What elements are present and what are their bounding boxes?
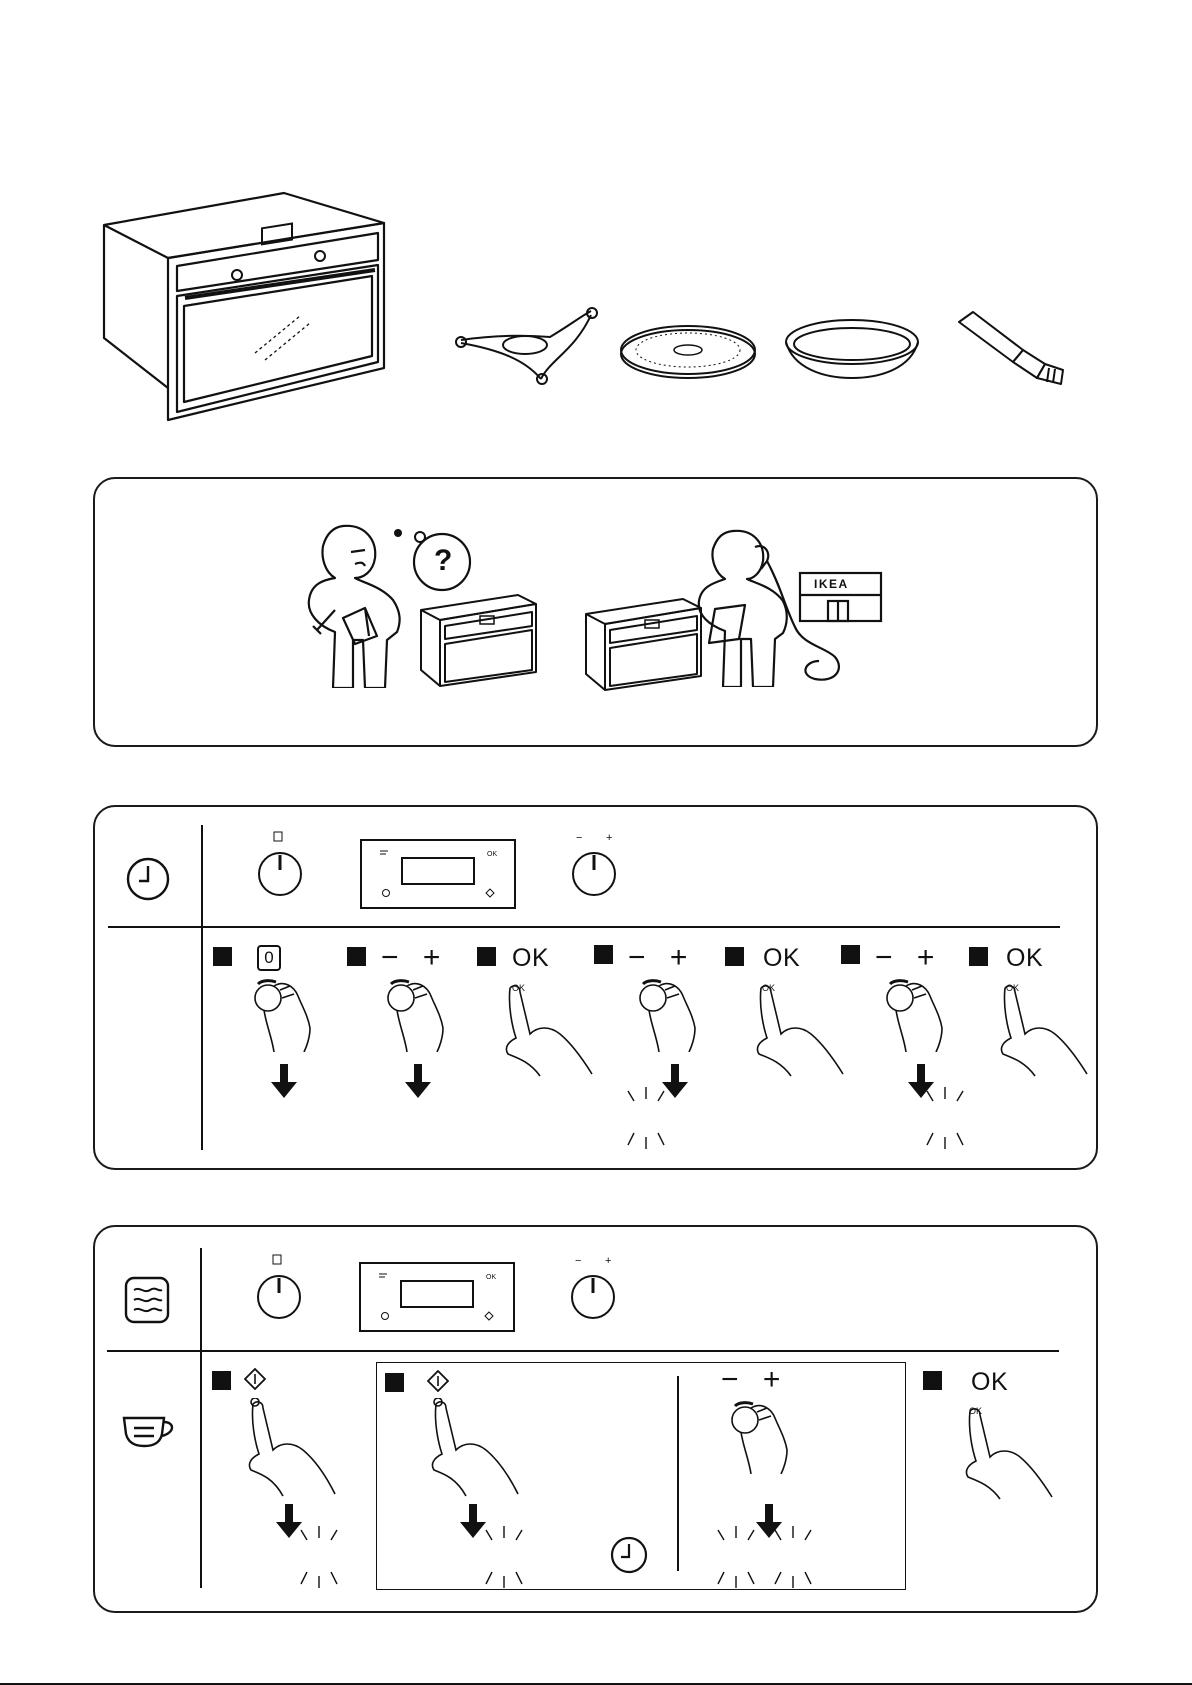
step-marker: [213, 947, 232, 966]
ok-tiny-label: OK: [1006, 983, 1019, 993]
clock-panel-horizontal-divider: [108, 926, 1060, 928]
adjust-knob-minus: −: [575, 1255, 581, 1267]
hand-turning-knob-icon: [882, 978, 952, 1052]
function-knob: [255, 1253, 303, 1323]
hand-pressing-ok-icon: [502, 982, 597, 1077]
down-arrow-icon: [460, 1504, 486, 1538]
clock-panel-vertical-divider: [201, 825, 203, 1150]
glass-turntable-illustration: [618, 322, 758, 384]
reset-button-icon: 0: [257, 945, 281, 971]
display-ok-label: OK: [486, 1274, 496, 1282]
ok-label: OK: [1006, 944, 1043, 972]
display-panel: [360, 839, 516, 909]
ikea-sign-text: IKEA: [814, 578, 849, 590]
ok-label: OK: [763, 944, 800, 972]
blink-indicator-icon: [716, 1522, 758, 1592]
ok-tiny-label: OK: [969, 1406, 982, 1416]
hand-turning-knob-icon: [250, 978, 320, 1052]
ok-label: OK: [512, 944, 549, 972]
step-marker: [212, 1371, 231, 1390]
crisp-plate-illustration: [783, 318, 921, 382]
hand-pressing-ok-icon: [962, 1405, 1057, 1500]
blink-indicator-icon: [299, 1522, 341, 1592]
hand-pressing-ok-icon: [997, 982, 1092, 1077]
hand-pressing-start-icon: [245, 1398, 340, 1498]
step-marker: [841, 945, 860, 964]
step-marker: [969, 947, 988, 966]
function-knob: [256, 830, 304, 900]
hand-turning-knob-icon: [383, 978, 453, 1052]
oven-illustration: [100, 188, 390, 423]
timed-step-divider: [677, 1376, 679, 1571]
microwave-panel-vertical-divider: [200, 1248, 202, 1588]
step-marker: [594, 945, 613, 964]
step-marker: [725, 947, 744, 966]
adjust-knob-plus: +: [606, 832, 612, 844]
hand-turning-knob-icon: [727, 1400, 797, 1474]
hand-pressing-start-icon: [428, 1398, 523, 1498]
hand-turning-knob-icon: [635, 978, 705, 1052]
blink-indicator-icon: [626, 1083, 668, 1153]
clock-icon: [125, 856, 171, 902]
minus-plus-symbol: − +: [875, 943, 942, 973]
down-arrow-icon: [405, 1064, 431, 1098]
minus-plus-symbol: − +: [628, 943, 695, 973]
step-marker: [385, 1373, 404, 1392]
start-icon: [427, 1370, 449, 1392]
display-ok-label: OK: [487, 851, 497, 859]
blink-indicator-icon: [484, 1522, 526, 1592]
oven-small-left: [418, 592, 540, 690]
step-marker: [347, 947, 366, 966]
adjust-knob-minus: −: [576, 832, 582, 844]
blink-indicator-icon: [925, 1083, 967, 1153]
ok-tiny-label: OK: [512, 983, 525, 993]
cup-icon: [120, 1414, 178, 1450]
oven-small-right: [583, 596, 705, 694]
ok-tiny-label: OK: [762, 983, 775, 993]
minus-plus-symbol: − +: [721, 1365, 788, 1395]
question-mark: ?: [434, 546, 452, 576]
blink-indicator-icon: [773, 1522, 815, 1592]
microwave-icon: [124, 1276, 170, 1324]
ok-label: OK: [971, 1368, 1008, 1396]
adjust-knob-plus: +: [605, 1255, 611, 1267]
display-panel: [359, 1262, 515, 1332]
hand-pressing-ok-icon: [753, 982, 848, 1077]
start-icon: [244, 1368, 266, 1390]
microwave-panel-horizontal-divider: [107, 1350, 1059, 1352]
turntable-support-illustration: [455, 305, 603, 385]
clock-icon: [609, 1535, 649, 1575]
step-marker: [477, 947, 496, 966]
minus-plus-symbol: − +: [381, 943, 448, 973]
step-marker: [923, 1371, 942, 1390]
down-arrow-icon: [271, 1064, 297, 1098]
plate-handle-illustration: [955, 308, 1073, 388]
